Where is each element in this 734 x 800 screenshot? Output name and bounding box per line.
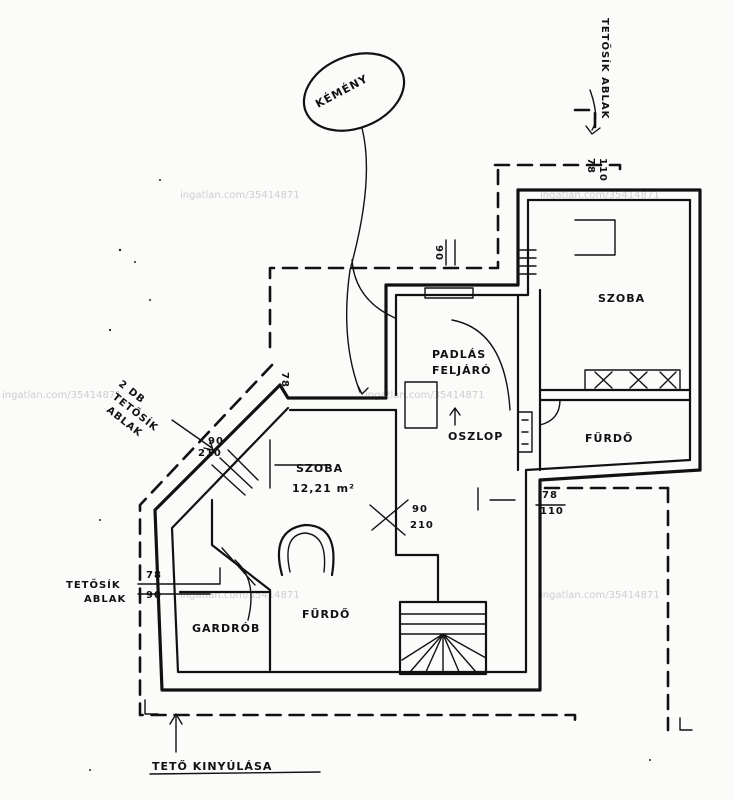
- watermarks: ingatlan.com/35414871 ingatlan.com/35414…: [2, 190, 660, 601]
- column-box: [517, 411, 533, 453]
- label-tetoablak-left-1: TETŐSÍK: [66, 577, 121, 591]
- label-area: 12,21 m²: [292, 482, 355, 495]
- label-padlas-1: PADLÁS: [432, 348, 486, 361]
- dim-top-78: 78: [585, 158, 596, 174]
- watermark-5: ingatlan.com/35414871: [180, 590, 300, 601]
- label-szoba-right: SZOBA: [598, 292, 645, 305]
- windows: [211, 219, 681, 496]
- watermark-1: ingatlan.com/35414871: [180, 190, 300, 201]
- paper-specks: [89, 179, 651, 771]
- dimension-marks: 90 210 90 78 110: [269, 239, 566, 536]
- window-top: [424, 287, 474, 299]
- room-labels: SZOBA PADLÁS FELJÁRÓ OSZLOP FÜRDŐ SZOBA …: [192, 292, 645, 635]
- doors: [234, 319, 561, 621]
- chimney-callout: KÉMÉNY: [302, 52, 406, 395]
- label-gardrob: GARDRÓB: [192, 622, 260, 635]
- label-top-roof-window: TETŐSÍK ABLAK 78 110: [585, 18, 613, 182]
- round-shower: [277, 523, 335, 577]
- dim-110-b: 110: [540, 506, 564, 517]
- label-kemeny: KÉMÉNY: [313, 72, 370, 111]
- dim-90-c: 90: [433, 245, 444, 261]
- label-furdo-center: FÜRDŐ: [302, 607, 350, 621]
- dim-78-c: 78: [542, 490, 558, 501]
- attic-access: [404, 381, 533, 453]
- label-diagonal-roof-window: 2 DB TETŐSÍK ABLAK 90 210 78: [104, 372, 290, 459]
- label-furdo-right: FÜRDŐ: [585, 431, 633, 445]
- staircase: [398, 600, 488, 676]
- dim-top-110: 110: [597, 158, 608, 182]
- watermark-4: ingatlan.com/35414871: [365, 390, 485, 401]
- label-left-roof-window: TETŐSÍK ABLAK 78 90: [66, 567, 221, 605]
- label-szoba-center: SZOBA: [296, 462, 343, 475]
- watermark-2: ingatlan.com/35414871: [540, 190, 660, 201]
- label-oszlop: OSZLOP: [448, 430, 503, 443]
- dim-210-a: 210: [198, 448, 222, 459]
- interior-walls: [178, 288, 692, 672]
- label-teto-kinyulasa: TETŐ KINYÚLÁSA: [152, 759, 272, 773]
- exterior-walls: [153, 188, 702, 692]
- dim-90-b: 90: [412, 504, 428, 515]
- dim-90-d: 90: [146, 590, 162, 601]
- watermark-6: ingatlan.com/35414871: [540, 590, 660, 601]
- dim-78-b: 78: [146, 570, 162, 581]
- label-tetoablak-left-2: ABLAK: [84, 594, 126, 605]
- label-tetoablak-top: TETŐSÍK ABLAK: [599, 18, 613, 120]
- dim-78-a: 78: [279, 372, 290, 388]
- dim-90-a: 90: [208, 436, 224, 447]
- watermark-3: ingatlan.com/35414871: [2, 390, 122, 401]
- label-padlas-2: FELJÁRÓ: [432, 364, 491, 377]
- dim-210-b: 210: [410, 520, 434, 531]
- attic-hatch: [404, 381, 438, 429]
- roof-overhang-outline: [138, 108, 693, 732]
- label-roof-overhang: TETŐ KINYÚLÁSA: [149, 713, 321, 775]
